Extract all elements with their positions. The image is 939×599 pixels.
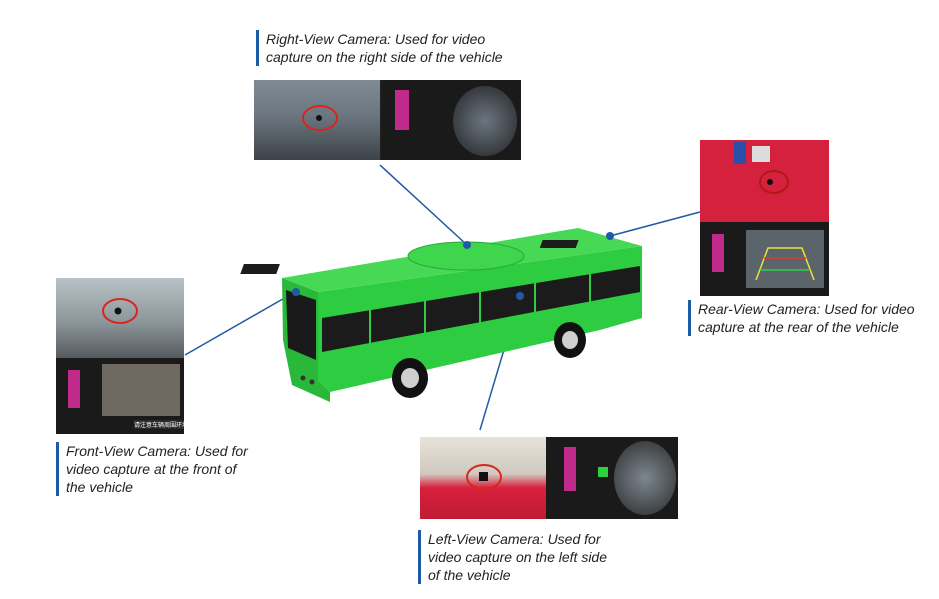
rear-camera-leader-line [609,211,701,237]
right-camera-dot [463,241,471,249]
right-caption-line2: capture on the right side of the vehicle [266,49,503,65]
rear-view-caption: Rear-View Camera: Used for video capture… [688,300,915,336]
front-camera-highlight-circle [102,298,138,324]
rear-camera-highlight-circle [759,170,789,194]
roof-ac-unit-rear [539,240,579,248]
roof-ac-unit-front [240,264,280,274]
front-caption-line2: video capture at the front of [66,461,237,477]
front-view-caption: Front-View Camera: Used for video captur… [56,442,248,496]
left-caption-line1: Left-View Camera: Used for [428,531,601,547]
left-caption-line3: of the vehicle [428,567,511,583]
right-view-caption: Right-View Camera: Used for video captur… [256,30,503,66]
front-camera-photo [56,278,184,358]
left-camera-highlight-circle [466,464,502,490]
bus-windshield [286,290,316,360]
left-caption-line2: video capture on the left side [428,549,608,565]
left-camera-dot [516,292,524,300]
front-camera-dot [292,288,300,296]
rear-camera-monitor [700,222,829,296]
rear-view-camera-image [700,140,829,296]
left-camera-monitor [546,437,678,519]
right-caption-line1: Right-View Camera: Used for video [266,31,486,47]
rear-camera-dot [606,232,614,240]
left-view-camera-image [420,437,678,519]
right-camera-highlight-circle [302,105,338,131]
front-caption-line3: the vehicle [66,479,133,495]
right-camera-monitor [381,80,521,160]
right-view-camera-image [254,80,521,160]
front-monitor-warning: 请注意车辆周围环境! [134,420,184,429]
front-camera-monitor: 请注意车辆周围环境! [56,358,184,434]
front-camera-leader-line [184,291,296,356]
rear-caption-line1: Rear-View Camera: Used for video [698,301,915,317]
bus-illustration [240,228,642,402]
right-camera-leader-line [379,164,468,246]
left-view-caption: Left-View Camera: Used for video capture… [418,530,607,584]
rear-caption-line2: capture at the rear of the vehicle [698,319,899,335]
front-caption-line1: Front-View Camera: Used for [66,443,248,459]
front-view-camera-image: 请注意车辆周围环境! [56,278,184,434]
